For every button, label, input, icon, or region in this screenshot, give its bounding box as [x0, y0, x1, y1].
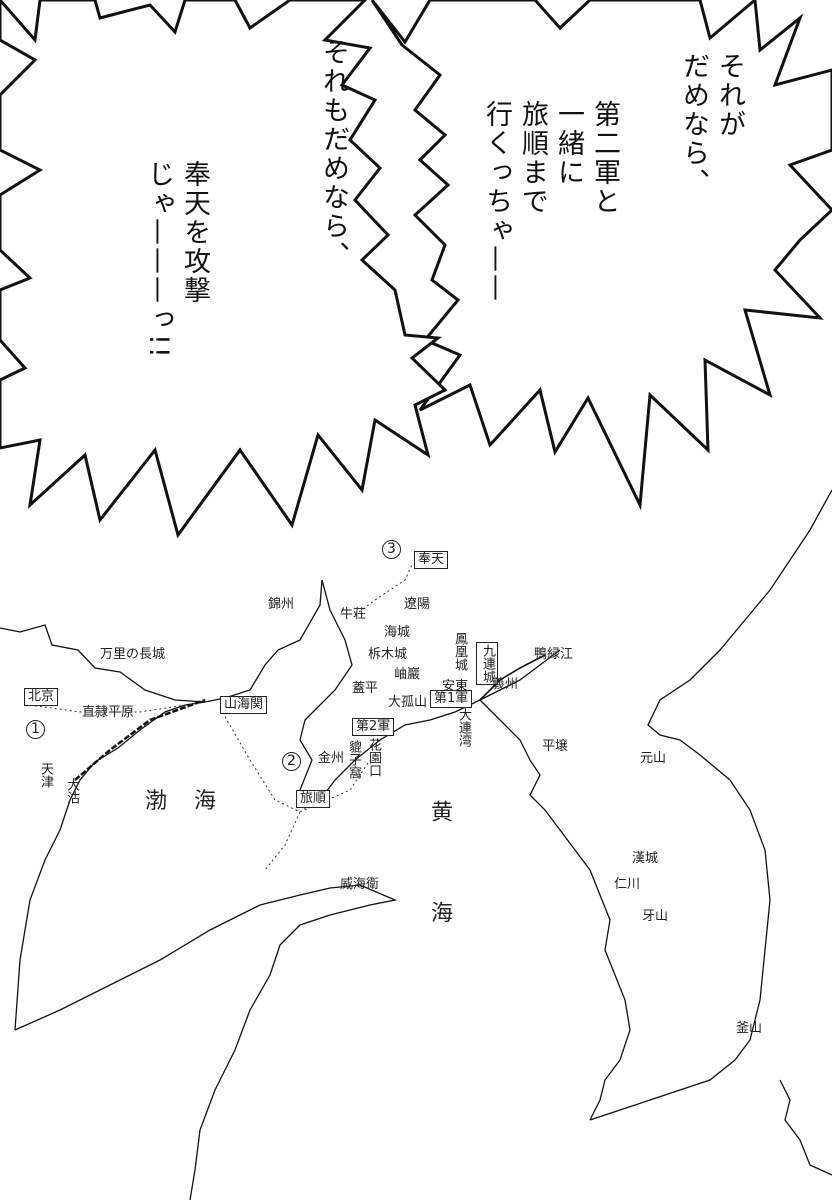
route-railway	[74, 698, 206, 781]
place-pizikou: 貔子窩	[346, 740, 361, 779]
place-jinzhou-north: 錦州	[268, 597, 295, 612]
place-great-wall: 万里の長城	[100, 647, 166, 662]
place-liaoyang: 遼陽	[404, 597, 431, 612]
place-busan: 釜山	[736, 1021, 763, 1036]
box-label-beijing: 北京	[24, 688, 59, 706]
place-pyongyang: 平壌	[542, 739, 569, 754]
speech-right-line1: それが だめなら、	[678, 52, 745, 197]
sea-label-bohai: 渤 海	[145, 789, 226, 814]
speech-right-line2: 第二軍と 一緒に 旅順まで 行くっちゃ——	[481, 100, 620, 303]
place-hanseong: 漢城	[632, 851, 659, 866]
place-weihaiwei: 威海衛	[340, 877, 380, 892]
place-xiuyan: 岫巖	[394, 667, 421, 682]
coast-north-bohai	[0, 579, 323, 703]
route-marker-1: 1	[26, 720, 45, 739]
place-fenghuangcheng: 鳳凰城	[452, 632, 467, 671]
coast-shandong	[14, 884, 398, 1200]
box-label-second-army: 第2軍	[352, 718, 395, 736]
place-dagu: 大沽	[64, 778, 79, 804]
place-zhili-plain: 直隷平原	[82, 705, 135, 720]
place-niuzhuang: 牛荘	[340, 607, 367, 622]
place-huayuankou: 花園口	[366, 738, 381, 777]
place-jinzhou: 金州	[318, 751, 345, 766]
route-1	[29, 701, 206, 713]
box-label-fengtian: 奉天	[414, 551, 449, 569]
route-marker-2: 2	[282, 752, 301, 771]
speech-left-line1: それもだめなら、	[318, 38, 349, 270]
box-label-jiuliancheng: 九連城	[476, 642, 498, 685]
coast-korea-south	[589, 999, 761, 1121]
box-label-first-army: 第1軍	[430, 690, 473, 708]
place-tianjin: 天津	[38, 762, 53, 788]
place-dalianwan: 大連湾	[456, 708, 471, 747]
route-marker-3: 3	[382, 540, 401, 559]
place-andong: 安東	[442, 679, 469, 694]
box-label-lushun: 旅順	[296, 790, 331, 808]
place-yalu-river: 鴨緑江	[534, 647, 574, 662]
river-yalu	[479, 654, 546, 701]
coast-korea-west	[479, 699, 631, 1121]
route-sea	[264, 811, 301, 871]
place-wonsan: 元山	[640, 751, 667, 766]
place-asan: 牙山	[642, 909, 669, 924]
place-dagushan: 大孤山	[388, 695, 428, 710]
route-2	[219, 707, 371, 813]
place-xiumucheng: 柝木城	[368, 647, 408, 662]
speech-left-line2: 奉天を攻撃 じゃ———っ!!	[143, 160, 210, 360]
box-label-shanhaiguan: 山海関	[220, 696, 268, 714]
burst-balloon-right	[370, 0, 832, 511]
sea-label-yellow: 黄 海	[427, 800, 452, 959]
coast-korea-east	[647, 489, 832, 1001]
map-routes	[29, 564, 413, 871]
coast-japan	[779, 1079, 832, 1176]
place-incheon: 仁川	[614, 877, 641, 892]
place-yizhou: 義州	[492, 677, 519, 692]
burst-balloon-left	[0, 0, 448, 539]
coast-west-bohai	[14, 701, 206, 1031]
place-gaiping: 蓋平	[352, 681, 379, 696]
place-haicheng: 海城	[384, 625, 411, 640]
